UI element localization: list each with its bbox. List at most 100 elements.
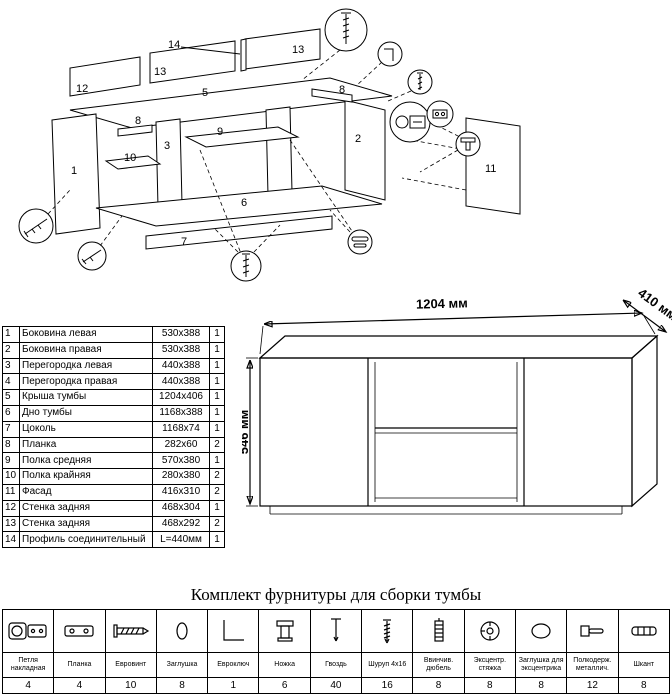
part-qty: 1 [209, 404, 225, 422]
hardware-name: Заглушка [155, 652, 209, 678]
part-label-11: 11 [485, 163, 496, 175]
back-panels [69, 28, 321, 97]
part-size: L=440мм [152, 531, 210, 549]
cap-icon [155, 609, 209, 653]
part-size: 468x304 [152, 499, 210, 517]
hardware-name: Планка [53, 652, 106, 678]
interior-parts [104, 88, 353, 208]
part-label-3: 3 [164, 140, 170, 152]
part-name: Перегородка правая [19, 373, 153, 391]
hardware-name: Полкодерж. металлич. [566, 652, 619, 678]
hardware-icons-row [1, 609, 671, 653]
part-qty: 2 [209, 436, 225, 454]
hardware-table: Петля накладная Планка Евровинт Заглушка… [1, 609, 671, 694]
callout-hexkey-icon [377, 41, 403, 67]
part-qty: 1 [209, 373, 225, 391]
part-name: Боковина левая [19, 326, 153, 343]
height-label: 546 мм [242, 410, 251, 455]
part-size: 530x388 [152, 326, 210, 343]
part-number: 8 [2, 436, 20, 454]
part-size: 530x388 [152, 341, 210, 359]
callout-euroscrew-icon [324, 8, 368, 52]
part-size: 570x380 [152, 452, 210, 470]
cabinet-outline [258, 334, 659, 515]
part-label-2: 2 [355, 133, 361, 145]
hardware-name: Шуруп 4x16 [361, 652, 414, 678]
hardware-qty: 8 [463, 677, 516, 694]
part-number: 1 [2, 326, 20, 343]
dowel-icon [617, 609, 671, 653]
callout-leg-icon [455, 131, 481, 157]
part-label-9: 9 [217, 126, 223, 138]
part-label-13a: 13 [154, 66, 166, 78]
part-name: Перегородка левая [19, 357, 153, 375]
part-size: 1168x74 [152, 420, 210, 438]
part-qty: 1 [209, 531, 225, 549]
part-size: 440x388 [152, 373, 210, 391]
part-number: 4 [2, 373, 20, 391]
hardware-name: Шкант [617, 652, 671, 678]
part-number: 13 [2, 515, 20, 533]
callout-dowel-icon [347, 229, 373, 255]
hardware-qty: 1 [207, 677, 260, 694]
side-panels [51, 99, 386, 235]
hardware-name: Заглушка для эксцентрика [514, 652, 568, 678]
callout-screw-left-icon [18, 208, 107, 271]
hardware-name: Ножка [258, 652, 311, 678]
nail-icon [309, 609, 363, 653]
hardware-name: Ввинчив. дюбель [412, 652, 465, 678]
hinge-icon [1, 609, 55, 653]
hardware-name: Евроключ [207, 652, 260, 678]
part-name: Дно тумбы [19, 404, 153, 422]
part-label-14: 14 [168, 39, 180, 51]
part-name: Фасад [19, 483, 153, 501]
cam-icon [463, 609, 516, 653]
hardware-qty: 8 [514, 677, 568, 694]
shelf-support-icon [566, 609, 619, 653]
hardware-name: Гвоздь [309, 652, 363, 678]
hardware-qty: 4 [53, 677, 106, 694]
part-label-12: 12 [76, 83, 88, 95]
part-number: 5 [2, 389, 20, 406]
part-name: Профиль соединительный [19, 531, 153, 549]
part-size: 468x292 [152, 515, 210, 533]
part-number: 9 [2, 452, 20, 470]
hardware-qty: 8 [617, 677, 671, 694]
part-number: 10 [2, 468, 20, 485]
width-label: 1204 мм [416, 295, 468, 311]
hardware-qty: 16 [361, 677, 414, 694]
hexkey-icon [207, 609, 260, 653]
plate-icon [53, 609, 106, 653]
part-qty: 1 [209, 341, 225, 359]
callout-screw-icon [407, 69, 433, 95]
hardware-qty: 10 [104, 677, 157, 694]
hardware-name: Эксцентр. стяжка [463, 652, 516, 678]
part-label-8b: 8 [339, 84, 345, 96]
part-labels: 14 13 12 5 13 8 3 9 10 1 2 8 6 7 11 [71, 39, 496, 248]
part-name: Цоколь [19, 420, 153, 438]
height-dimension: 546 мм [242, 357, 258, 507]
hardware-qty: 6 [258, 677, 311, 694]
part-qty: 1 [209, 452, 225, 470]
part-qty: 1 [209, 357, 225, 375]
part-qty: 1 [209, 499, 225, 517]
screw-icon [361, 609, 414, 653]
dowel-insert-icon [412, 609, 465, 653]
part-number: 12 [2, 499, 20, 517]
callout-screw-bottom-icon [230, 250, 262, 282]
part-number: 2 [2, 341, 20, 359]
exploded-diagram: 14 13 12 5 13 8 3 9 10 1 2 8 6 7 11 [18, 8, 521, 282]
hardware-qty: 4 [1, 677, 55, 694]
